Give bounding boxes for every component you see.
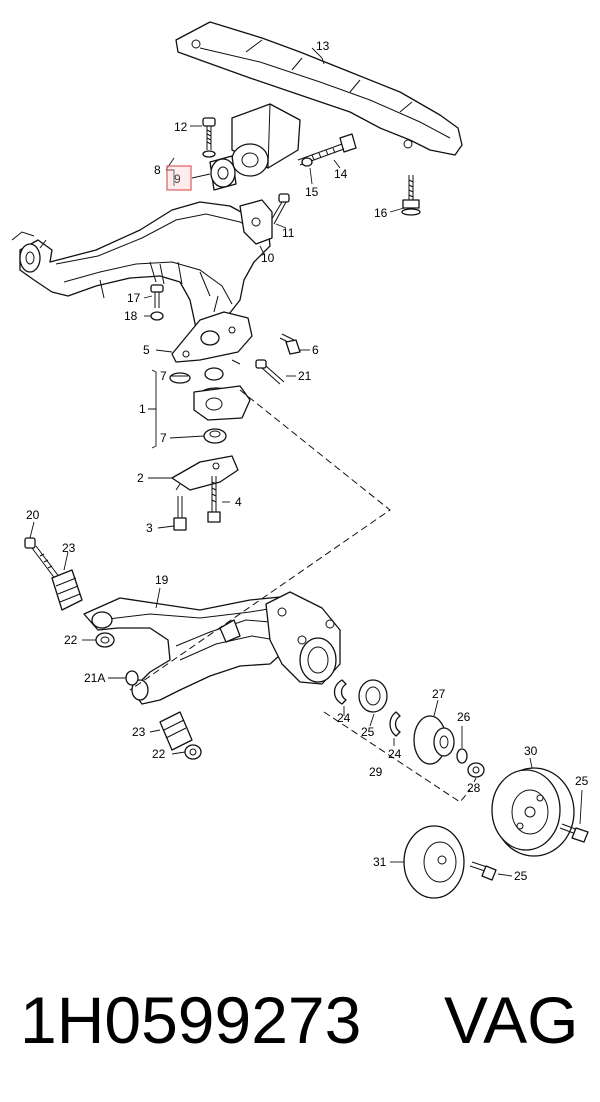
- callout-11: 11: [282, 226, 295, 240]
- bearing-25-part: [358, 679, 388, 713]
- crossmember-part: [175, 21, 463, 156]
- callout-15: 15: [305, 185, 319, 199]
- bolt-16-part: [401, 175, 421, 216]
- callout-29: 29: [369, 765, 383, 779]
- bolt-12-part: [202, 117, 216, 158]
- bolt-25-disc-part: [469, 861, 497, 881]
- bolt-17-part: [150, 284, 164, 308]
- callout-25-disc: 25: [514, 869, 528, 883]
- washer-15-part: [301, 157, 313, 167]
- brand-text: VAG: [444, 983, 579, 1057]
- callout-17: 17: [127, 291, 141, 305]
- brake-disc-31-part: [403, 825, 465, 899]
- callout-10: 10: [261, 251, 275, 265]
- callout-6: 6: [312, 343, 319, 357]
- callout-24-left: 24: [337, 711, 351, 725]
- nut-22-part: [95, 632, 115, 648]
- bolt-6-part: [279, 333, 301, 355]
- callout-22-top: 22: [64, 633, 78, 647]
- snap-ring-24b-part: [389, 711, 401, 737]
- washer-26-part: [456, 748, 468, 764]
- rubber-mount-23-part: [51, 569, 83, 611]
- callout-1: 1: [139, 402, 146, 416]
- rubber-mount-23-lower-part: [159, 711, 193, 751]
- callout-13: 13: [316, 39, 330, 53]
- callout-23-top: 23: [62, 541, 76, 555]
- callout-12: 12: [174, 120, 188, 134]
- bolt-20-part: [24, 537, 61, 581]
- wheel-carrier-part: [265, 591, 341, 685]
- callout-28: 28: [467, 781, 481, 795]
- callout-24-right: 24: [388, 747, 402, 761]
- callout-2: 2: [137, 471, 144, 485]
- bolt-3-part: [173, 496, 187, 531]
- part-number-text: 1H0599273: [20, 983, 362, 1057]
- washer-18-part: [150, 311, 164, 321]
- subframe-part: [11, 199, 273, 331]
- mount-plate-5-part: [171, 295, 253, 363]
- callout-19: 19: [155, 573, 169, 587]
- callout-21: 21: [298, 369, 312, 383]
- callout-27: 27: [432, 687, 446, 701]
- callout-5: 5: [143, 343, 150, 357]
- callout-30: 30: [524, 744, 538, 758]
- callout-26: 26: [457, 710, 471, 724]
- snap-ring-24-part: [333, 679, 347, 705]
- wheel-hub-27-part: [413, 715, 455, 765]
- callout-4: 4: [235, 495, 242, 509]
- leader-lines: [29, 47, 583, 877]
- bolt-11-part: [269, 193, 290, 225]
- lower-plate-2-part: [171, 455, 239, 491]
- callout-7-bottom: 7: [160, 431, 167, 445]
- callout-25-bearing: 25: [361, 725, 375, 739]
- nut-28-part: [467, 762, 485, 778]
- axle-beam-19-part: [83, 595, 301, 705]
- mount-bracket-part: [209, 103, 301, 191]
- highlight-box: [166, 165, 192, 191]
- callout-25-drum: 25: [575, 774, 589, 788]
- callout-20: 20: [26, 508, 40, 522]
- callout-3: 3: [146, 521, 153, 535]
- footer: 1H0599273 VAG: [0, 975, 600, 1065]
- callout-7-top: 7: [160, 369, 167, 383]
- bolt-25-drum-part: [559, 823, 589, 843]
- washer-21a-part: [125, 670, 139, 686]
- nut-7-part: [203, 428, 227, 444]
- callout-16: 16: [374, 206, 388, 220]
- nut-22-lower-part: [184, 744, 202, 760]
- callout-18: 18: [124, 309, 138, 323]
- callout-9: 9: [174, 172, 181, 186]
- callout-22-bottom: 22: [152, 747, 166, 761]
- callout-14: 14: [334, 167, 348, 181]
- callout-21a: 21A: [84, 671, 105, 685]
- callout-labels: 13 12 8 9 14 15 16 11 10 17 18 5 6 7 21 …: [26, 39, 589, 883]
- bushing-assembly-1-part: [169, 359, 251, 421]
- callout-31: 31: [373, 855, 387, 869]
- dashed-reference-lines: [129, 389, 471, 803]
- callout-8: 8: [154, 163, 161, 177]
- callout-23-bottom: 23: [132, 725, 146, 739]
- brake-drum-30-part: [491, 767, 575, 857]
- bolt-21-part: [255, 359, 285, 385]
- bolt-4-part: [207, 476, 221, 523]
